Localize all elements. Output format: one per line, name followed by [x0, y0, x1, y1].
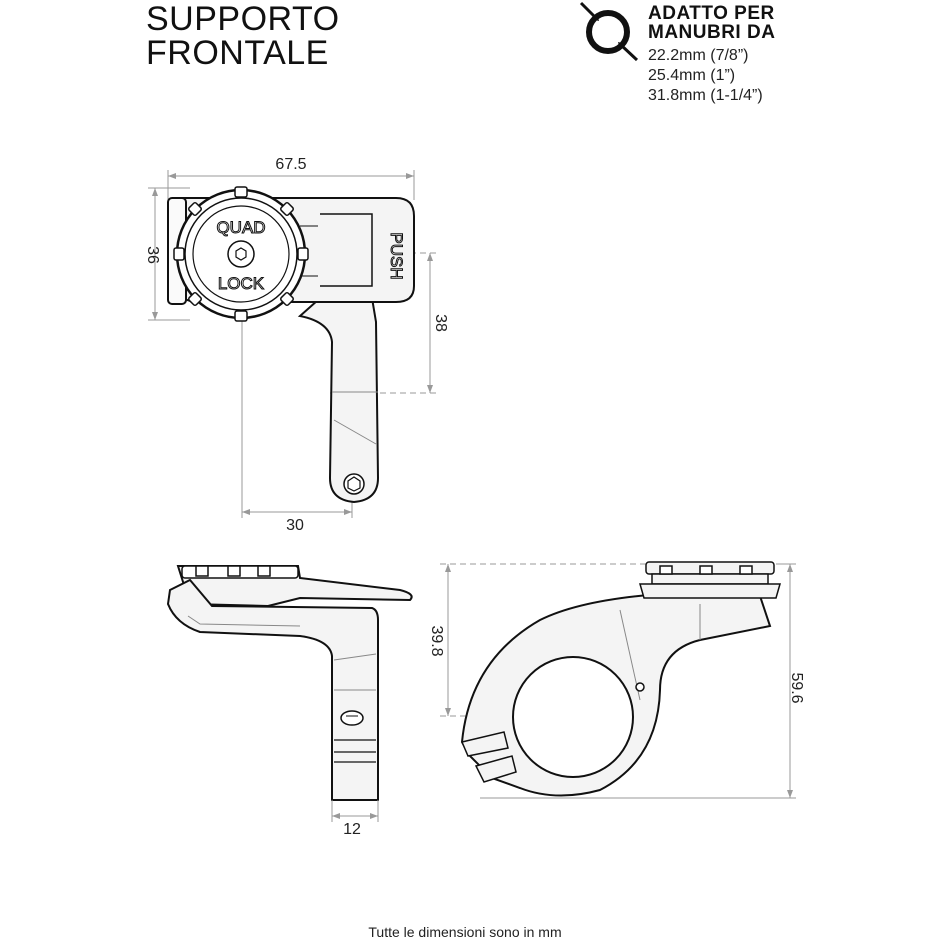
fit-heading-line-2: MANUBRI DA — [648, 22, 776, 43]
dimension-top-height: 36 — [144, 246, 161, 264]
top-view-center-screw — [227, 240, 255, 268]
clamp-view: 39.8 59.6 — [428, 561, 805, 799]
fit-heading-line-1: ADATTO PER — [648, 3, 775, 24]
fit-heading: ADATTO PER MANUBRI DA — [648, 4, 775, 42]
dimension-arm-offset: 30 — [286, 517, 304, 534]
top-view-arrows — [152, 173, 433, 515]
dimension-side-height: 39.8 — [428, 625, 445, 656]
top-view-arm — [297, 296, 380, 504]
handlebar-size-3: 31.8mm (1-1/4”) — [648, 87, 763, 104]
clamp-view-mount-head — [639, 561, 781, 599]
mount-label-quad: QUAD — [216, 218, 265, 237]
clamp-view-dimension-lines — [440, 563, 796, 799]
clamp-ring — [512, 656, 634, 778]
mount-label-push: PUSH — [387, 232, 406, 279]
title-line-2: FRONTALE — [146, 34, 329, 72]
mount-label-lock: LOCK — [218, 274, 265, 293]
dimension-top-width: 67.5 — [275, 156, 306, 173]
handlebar-size-list: 22.2mm (7/8”) 25.4mm (1”) 31.8mm (1-1/4”… — [648, 46, 763, 106]
side-view-arm — [166, 578, 379, 801]
page-title: SUPPORTO FRONTALE — [146, 2, 340, 70]
handlebar-diameter-icon — [579, 1, 639, 62]
units-footnote: Tutte le dimensioni sono in mm — [368, 924, 562, 940]
title-line-1: SUPPORTO — [146, 0, 340, 38]
dimension-stem-width: 12 — [343, 821, 361, 838]
side-view-screw — [340, 710, 364, 726]
handlebar-size-1: 22.2mm (7/8”) — [648, 47, 749, 64]
side-view: 12 — [166, 565, 413, 838]
handlebar-size-2: 25.4mm (1”) — [648, 67, 736, 84]
top-view: QUAD LOCK PUSH 67.5 36 38 30 — [144, 156, 449, 534]
dimension-clamp-height: 59.6 — [788, 672, 805, 703]
dimension-arm-drop: 38 — [432, 314, 449, 332]
